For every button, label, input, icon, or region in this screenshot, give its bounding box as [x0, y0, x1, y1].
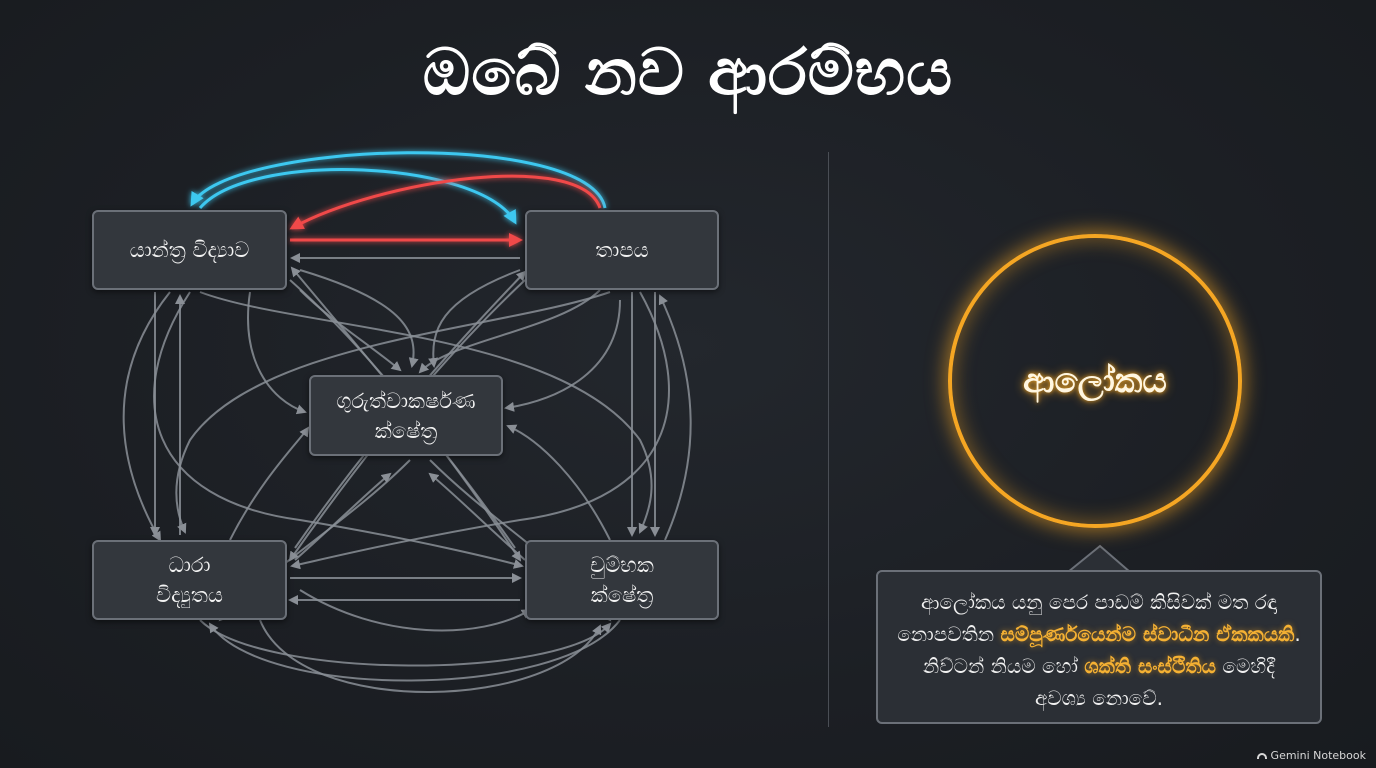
- watermark: Gemini Notebook: [1256, 749, 1366, 762]
- node-gravity-line2: ක්ෂේත්‍ර: [374, 418, 438, 443]
- node-current-line2: විද්‍යුතය: [155, 583, 223, 607]
- node-heat-label: තාපය: [595, 238, 649, 262]
- callout-text-part1: ආලෝකය යනු පෙර පාඩම් කිසිවක් මත රඳා නොපවත…: [897, 590, 1277, 646]
- red-arrows: [289, 174, 602, 247]
- node-gravity-line1: ගුරුත්වාකර්ෂණ: [336, 388, 476, 413]
- node-mechanics-label: යාන්ත්‍ර විද්‍යාව: [129, 238, 250, 262]
- node-magnetic-line1: චුම්භක: [590, 553, 654, 577]
- blue-arrows: [190, 151, 607, 225]
- callout-text-part3: මෙහිදී අවශ්‍ය නොවේ.: [1034, 654, 1275, 710]
- callout-highlight-independent-unit: සම්පූර්ණයෙන්ම ස්වාධීන ඒකකයකි: [1000, 622, 1295, 646]
- node-magnetic-field: චුම්භක ක්ෂේත්‍ර: [525, 540, 719, 620]
- node-gravitational-field: ගුරුත්වාකර්ෂණ ක්ෂේත්‍ර: [309, 375, 503, 456]
- node-heat: තාපය: [525, 210, 719, 290]
- callout-pointer: [1065, 544, 1133, 575]
- page-title: ඔබේ නව ආරම්භය: [422, 36, 954, 110]
- node-mechanics: යාන්ත්‍ර විද්‍යාව: [92, 210, 287, 290]
- node-current-line1: ධාරා: [168, 553, 211, 577]
- node-electric-current: ධාරා විද්‍යුතය: [92, 540, 287, 620]
- watermark-label: Gemini Notebook: [1270, 749, 1366, 762]
- light-description-callout: ආලෝකය යනු පෙර පාඩම් කිසිවක් මත රඳා නොපවත…: [876, 570, 1322, 724]
- callout-highlight-energy-conservation: ශක්ති සංස්ථිතිය: [1084, 654, 1217, 678]
- node-magnetic-line2: ක්ෂේත්‍ර: [590, 583, 654, 607]
- gray-connection-arrows: [122, 253, 692, 693]
- vertical-divider: [828, 152, 829, 727]
- notebook-logo-icon: [1256, 752, 1267, 759]
- light-label: ආලෝකය: [1023, 361, 1167, 401]
- callout-text-part2: . නිව්ටන් නියම හෝ: [923, 622, 1301, 678]
- light-glow-ring: [948, 234, 1242, 528]
